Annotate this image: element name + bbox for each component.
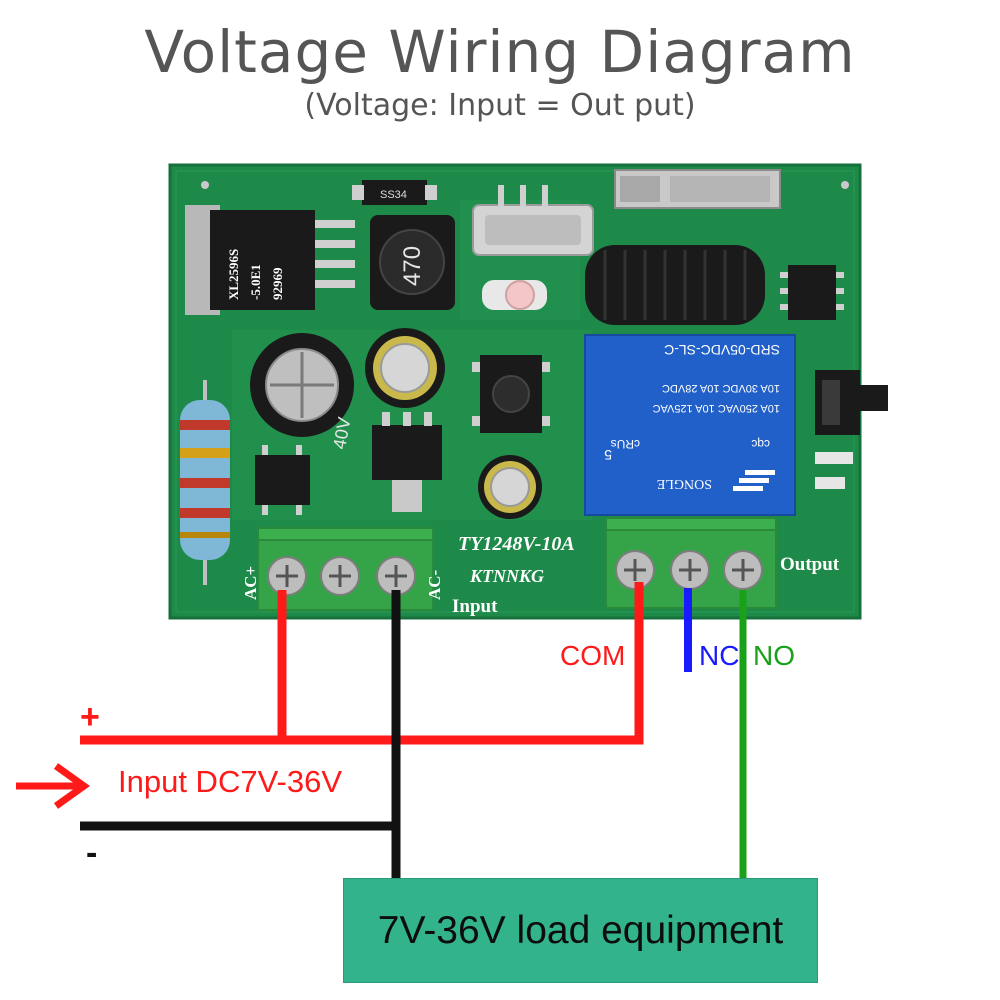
wires xyxy=(80,582,747,880)
resistor xyxy=(180,380,230,585)
relay-mark-5: 5 xyxy=(604,447,612,463)
diagram-title: Voltage Wiring Diagram xyxy=(144,18,856,86)
indicator-leds xyxy=(815,452,853,489)
input-terminal-block xyxy=(257,527,434,611)
small-ic xyxy=(780,265,844,320)
relay-mark-cqc: cqc xyxy=(751,437,770,451)
no-label: NO xyxy=(753,640,795,671)
bridge-rectifier xyxy=(255,445,310,515)
brand-mark-label: KTNNKG xyxy=(469,566,544,586)
output-silk-label: Output xyxy=(780,554,840,575)
diode: SS34 xyxy=(352,180,437,205)
inductor-text: 470 xyxy=(399,246,426,286)
transistor xyxy=(372,412,442,512)
model-label: TY1248V-10A xyxy=(458,533,575,555)
load-equipment-label: 7V-36V load equipment xyxy=(377,908,784,952)
plus-label: + xyxy=(80,698,100,736)
regulator-text-1: XL2596S xyxy=(226,249,241,300)
relay: SRD-05VDC-SL-C 10A 250VAC 10A 125VAC 10A… xyxy=(584,334,796,516)
regulator-text-3: 92969 xyxy=(270,267,285,300)
regulator-chip: XL2596S -5.0E1 92969 xyxy=(185,205,355,315)
load-equipment-box: 7V-36V load equipment xyxy=(343,878,818,983)
minus-label: - xyxy=(86,834,98,872)
antenna-coil xyxy=(585,245,765,325)
led xyxy=(482,280,547,310)
push-button xyxy=(472,355,550,433)
crystal xyxy=(472,185,594,256)
relay-text-2: 10A 250VAC 10A 125VAC xyxy=(653,402,780,414)
input-voltage-label: Input DC7V-36V xyxy=(118,764,343,799)
ac-minus-label: AC- xyxy=(425,569,444,600)
relay-mark-cru: cRUs xyxy=(611,437,640,451)
relay-text-3: 10A 30VDC 10A 28VDC xyxy=(662,382,780,394)
relay-text-1: SRD-05VDC-SL-C xyxy=(664,342,780,358)
ac-plus-label: AC+ xyxy=(241,566,260,600)
positive-rail xyxy=(80,582,644,745)
com-label: COM xyxy=(560,640,626,671)
rf-module xyxy=(614,169,781,209)
diode-text: SS34 xyxy=(380,189,407,201)
regulator-text-2: -5.0E1 xyxy=(248,264,263,300)
inductor: 470 xyxy=(370,215,455,310)
nc-label: NC xyxy=(699,640,740,671)
arrow-right-icon xyxy=(16,763,91,809)
relay-brand: SONGLE xyxy=(657,476,712,491)
input-silk-label: Input xyxy=(452,596,498,617)
slide-switch xyxy=(815,370,888,435)
small-capacitor-1 xyxy=(365,328,445,408)
diagram-subtitle: (Voltage: Input = Out put) xyxy=(304,88,696,123)
small-capacitor-2 xyxy=(478,455,542,519)
